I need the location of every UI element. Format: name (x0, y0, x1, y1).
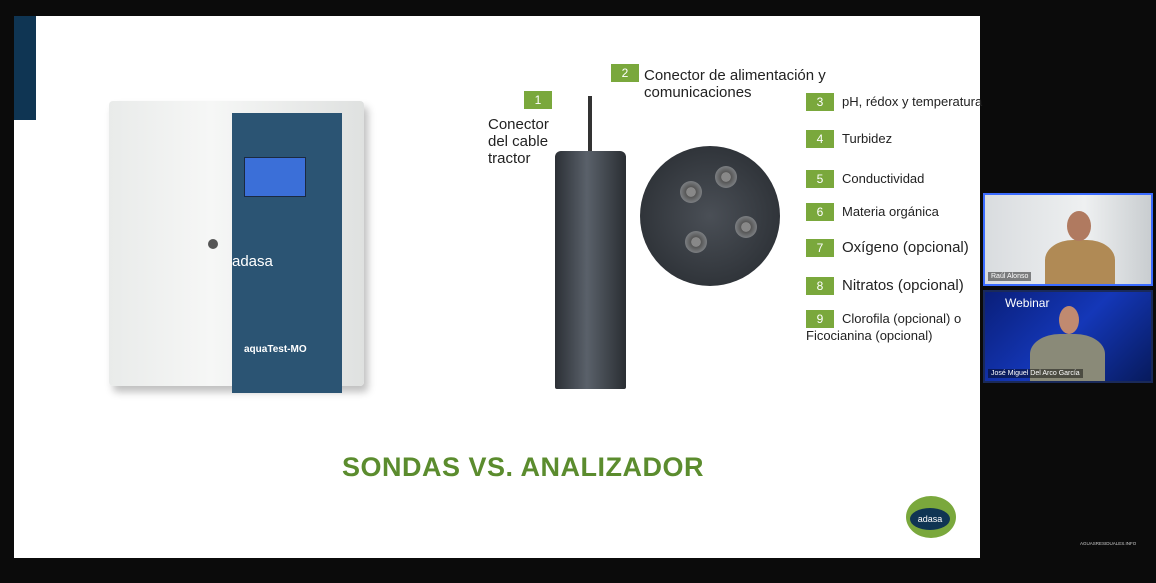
slide-title: SONDAS VS. ANALIZADOR (342, 452, 705, 482)
probe-cable (588, 96, 592, 156)
label-2-text: Conector de alimentación y comunicacione… (644, 67, 826, 101)
analyzer-lock (208, 239, 218, 249)
slide-accent-bar (14, 16, 36, 120)
participant-name: José Miguel Del Arco García (988, 369, 1083, 378)
participant-tile[interactable]: Webinar José Miguel Del Arco García (983, 290, 1153, 383)
analyzer-model: aquaTest-MO (244, 344, 307, 355)
analyzer-screen (244, 157, 306, 197)
participant-name: Raúl Alonso (988, 272, 1032, 281)
probe-sensor-head (640, 146, 780, 286)
webinar-banner: Webinar (1005, 296, 1050, 310)
participant-tile[interactable]: Raúl Alonso (983, 193, 1153, 286)
adasa-logo: adasa (906, 496, 956, 538)
watermark: AGUASRESIDUALES.INFO (1080, 541, 1137, 546)
label-1: 1 (524, 91, 560, 109)
presentation-slide: adasa aquaTest-MO 1 Conector del cable t… (14, 16, 982, 558)
label-1-text: Conector del cable tractor (488, 116, 549, 167)
probe-image (555, 151, 626, 389)
label-2: 2 (611, 64, 647, 82)
analyzer-brand: adasa (232, 253, 273, 270)
